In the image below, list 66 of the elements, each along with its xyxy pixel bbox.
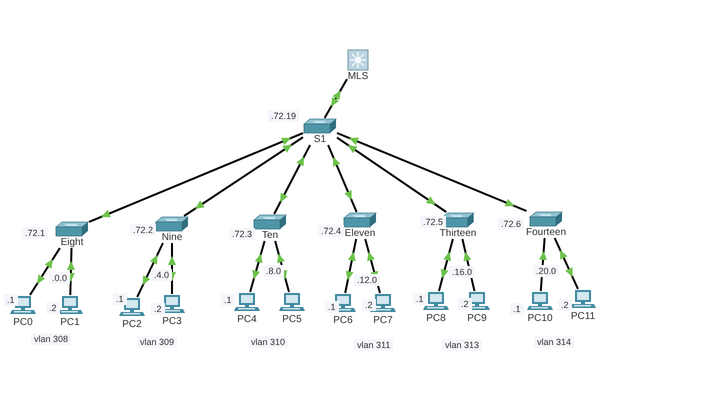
network-link — [274, 240, 290, 292]
address-label: .2 — [362, 299, 376, 311]
address-label: .4.0 — [151, 269, 172, 281]
device-label: PC2 — [122, 319, 142, 330]
address-label: .20.0 — [533, 265, 560, 277]
address-label: .1 — [221, 294, 235, 306]
address-label: .2 — [151, 303, 165, 315]
address-label: .72.19 — [268, 110, 300, 122]
device-label: Ten — [262, 230, 278, 241]
device-label: Eight — [60, 237, 84, 248]
network-link — [184, 136, 304, 217]
address-label: vlan 311 — [354, 339, 394, 351]
address-label: .72.5 — [420, 216, 446, 228]
address-label: .72.3 — [229, 228, 256, 240]
address-label: .8.0 — [263, 265, 284, 277]
address-label: .72.6 — [498, 218, 524, 230]
address-label: .2 — [458, 298, 472, 310]
device-label: PC3 — [162, 316, 182, 327]
device-label: S1 — [314, 134, 326, 145]
network-link — [66, 248, 75, 296]
address-label: vlan 309 — [137, 336, 178, 348]
network-link — [554, 238, 579, 290]
address-label: .1 — [510, 303, 524, 315]
network-link — [336, 132, 527, 212]
network-link — [249, 240, 266, 292]
device-label: Eleven — [344, 228, 376, 239]
address-label: vlan 314 — [534, 336, 574, 348]
device-label: PC8 — [426, 313, 446, 324]
network-link — [344, 238, 358, 294]
device-label: PC10 — [527, 313, 552, 324]
device-label: PC11 — [570, 311, 596, 322]
address-label: .72.1 — [22, 227, 48, 239]
device-label: Fourteen — [526, 227, 566, 238]
device-label: Thirteen — [440, 228, 476, 239]
address-label: .12.0 — [354, 274, 380, 286]
address-label: .72.2 — [130, 224, 156, 236]
device-label: PC5 — [282, 314, 302, 325]
address-label: .2 — [46, 302, 60, 314]
address-label: vlan 313 — [442, 339, 482, 351]
network-link — [168, 243, 176, 294]
network-link — [136, 242, 164, 298]
network-link — [273, 144, 311, 214]
device-label: PC6 — [333, 315, 353, 326]
network-link — [327, 144, 358, 212]
network-link — [324, 78, 348, 118]
device-label: MLS — [348, 71, 368, 82]
device-label: PC0 — [13, 317, 33, 328]
device-label: PC1 — [60, 317, 80, 328]
device-label: PC9 — [467, 313, 487, 324]
address-label: .1 — [325, 301, 339, 313]
network-link — [336, 136, 447, 213]
address-label: .2 — [558, 299, 572, 311]
address-label: vlan 308 — [31, 333, 72, 345]
address-label: .1 — [4, 294, 18, 306]
network-link — [29, 247, 61, 296]
address-label: .1 — [113, 293, 127, 305]
address-label: vlan 310 — [248, 336, 288, 348]
address-label: .16.0 — [449, 266, 476, 278]
address-label: .0.0 — [49, 272, 70, 284]
address-label: .72.4 — [318, 225, 344, 237]
network-link — [438, 238, 454, 292]
device-label: PC7 — [373, 315, 393, 326]
device-label: Nine — [162, 232, 182, 243]
address-label: .1 — [413, 293, 427, 305]
network-link — [88, 132, 304, 223]
device-label: PC4 — [237, 314, 257, 325]
